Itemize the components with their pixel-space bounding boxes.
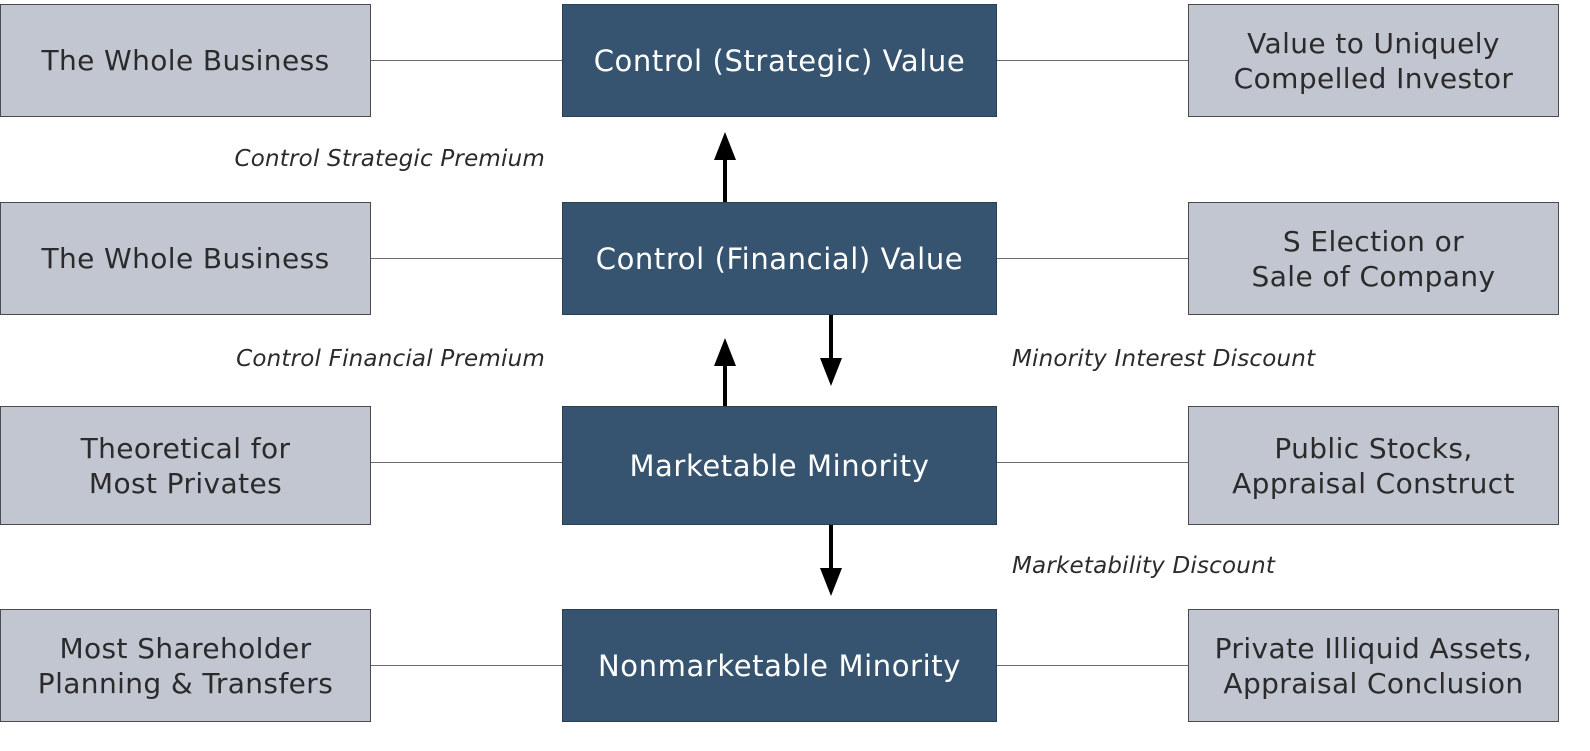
connector-row2-left: [371, 258, 563, 259]
connector-row4-left: [371, 665, 563, 666]
row2-left-box: The Whole Business: [0, 202, 371, 315]
row4-left-label: Most Shareholder Planning & Transfers: [37, 631, 334, 700]
control-financial-premium-note: Control Financial Premium: [236, 346, 545, 372]
row1-left-box: The Whole Business: [0, 4, 371, 117]
nonmarketable-minority-box: Nonmarketable Minority: [562, 609, 997, 722]
row4-right-label: Private Illiquid Assets, Appraisal Concl…: [1214, 631, 1533, 700]
marketability-discount-note: Marketability Discount: [1012, 553, 1276, 579]
nonmarketable-minority-label: Nonmarketable Minority: [598, 648, 961, 683]
row3-left-box: Theoretical for Most Privates: [0, 406, 371, 525]
premium-arrow-financial: [714, 338, 736, 406]
discount-arrow-minority-interest: [820, 315, 842, 386]
control-strategic-value-label: Control (Strategic) Value: [593, 43, 966, 78]
connector-row4-right: [997, 665, 1189, 666]
connector-row3-left: [371, 462, 563, 463]
discount-arrow-marketability: [820, 525, 842, 596]
row3-right-box: Public Stocks, Appraisal Construct: [1188, 406, 1559, 525]
marketable-minority-box: Marketable Minority: [562, 406, 997, 525]
row1-left-label: The Whole Business: [41, 44, 330, 77]
connector-row1-left: [371, 60, 563, 61]
marketable-minority-label: Marketable Minority: [629, 448, 930, 483]
row2-left-label: The Whole Business: [41, 242, 330, 275]
control-strategic-value-box: Control (Strategic) Value: [562, 4, 997, 117]
row2-right-box: S Election or Sale of Company: [1188, 202, 1559, 315]
minority-interest-discount-note: Minority Interest Discount: [1012, 346, 1316, 372]
control-financial-value-label: Control (Financial) Value: [595, 241, 964, 276]
connector-row3-right: [997, 462, 1189, 463]
row2-right-label: S Election or Sale of Company: [1251, 224, 1496, 293]
row1-right-box: Value to Uniquely Compelled Investor: [1188, 4, 1559, 117]
row1-right-label: Value to Uniquely Compelled Investor: [1233, 26, 1514, 95]
premium-arrow-strategic: [714, 132, 736, 202]
row3-left-label: Theoretical for Most Privates: [80, 431, 291, 500]
row4-right-box: Private Illiquid Assets, Appraisal Concl…: [1188, 609, 1559, 722]
control-strategic-premium-note: Control Strategic Premium: [234, 146, 545, 172]
control-financial-value-box: Control (Financial) Value: [562, 202, 997, 315]
row3-right-label: Public Stocks, Appraisal Construct: [1232, 431, 1515, 500]
connector-row2-right: [997, 258, 1189, 259]
row4-left-box: Most Shareholder Planning & Transfers: [0, 609, 371, 722]
connector-row1-right: [997, 60, 1189, 61]
